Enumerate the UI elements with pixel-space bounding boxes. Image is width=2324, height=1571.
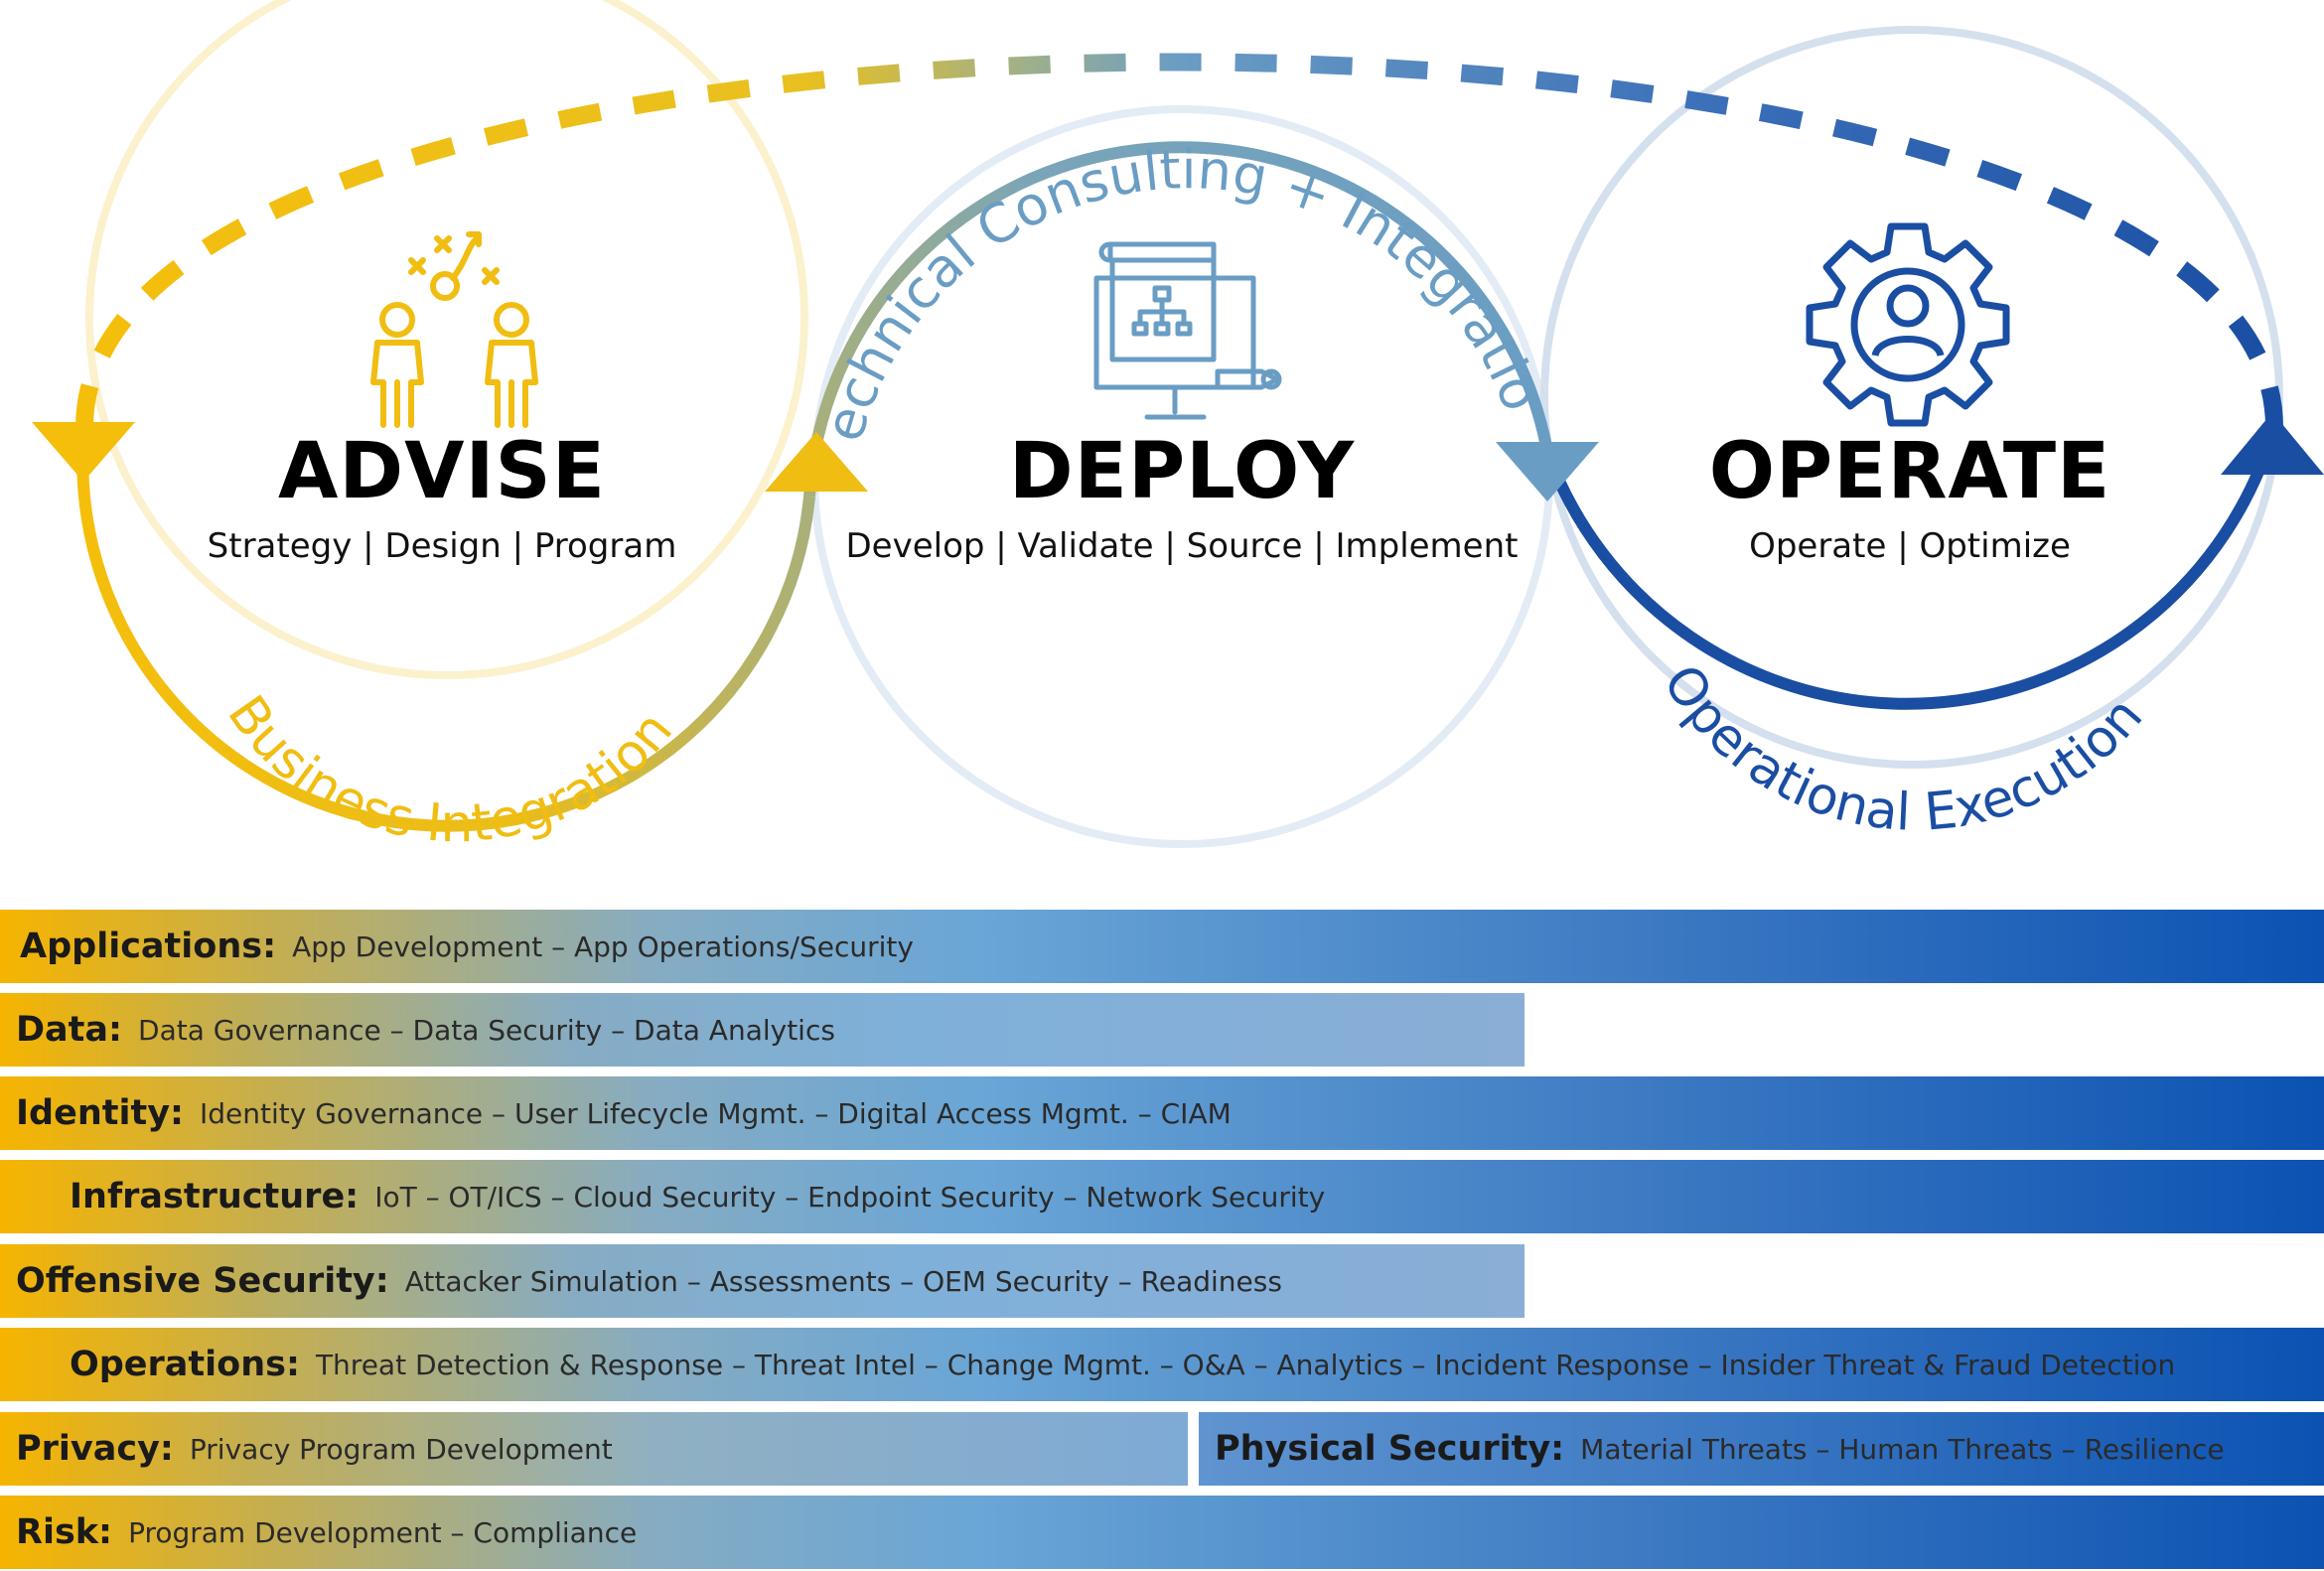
capability-title: Applications: xyxy=(20,927,277,966)
capability-bar-physical-security: Physical Security: Material Threats – Hu… xyxy=(1199,1412,2324,1486)
capability-items: Data Governance – Data Security – Data A… xyxy=(138,1013,835,1047)
capability-bar-risk: Risk: Program Development – Compliance xyxy=(0,1496,2324,1569)
capability-items: IoT – OT/ICS – Cloud Security – Endpoint… xyxy=(374,1180,1326,1214)
advise-circle-faint xyxy=(85,0,808,679)
advise-down-arrow-icon xyxy=(32,422,135,482)
capability-items: Program Development – Compliance xyxy=(128,1515,638,1549)
advise-arc xyxy=(76,426,815,832)
capability-title: Operations: xyxy=(70,1345,300,1384)
capability-title: Infrastructure: xyxy=(70,1177,360,1216)
capability-bar-privacy: Privacy: Privacy Program Development xyxy=(0,1412,1188,1486)
capability-title: Offensive Security: xyxy=(16,1261,389,1301)
operate-title: OPERATE xyxy=(1708,427,2111,516)
capability-items: Identity Governance – User Lifecycle Mgm… xyxy=(200,1096,1232,1130)
advise-subtitle: Strategy | Design | Program xyxy=(207,526,677,566)
deploy-up-arrow-icon xyxy=(765,432,868,492)
capability-items: Threat Detection & Response – Threat Int… xyxy=(315,1348,2176,1381)
capability-items: App Development – App Operations/Securit… xyxy=(292,929,914,963)
capability-title: Privacy: xyxy=(16,1429,174,1469)
capability-title: Risk: xyxy=(16,1512,113,1552)
deploy-title: DEPLOY xyxy=(1008,427,1356,516)
capability-items: Privacy Program Development xyxy=(189,1432,613,1466)
capability-items: Attacker Simulation – Assessments – OEM … xyxy=(404,1264,1282,1298)
capability-bar-operations: Operations: Threat Detection & Response … xyxy=(0,1328,2324,1401)
system-blueprint-icon xyxy=(1093,241,1282,420)
operate-arc-label: Operational Execution xyxy=(1651,654,2154,842)
capability-bar-infrastructure: Infrastructure: IoT – OT/ICS – Cloud Sec… xyxy=(0,1160,2324,1233)
advise-title: ADVISE xyxy=(278,427,606,516)
return-up-arrow-icon xyxy=(2221,412,2324,475)
capability-bar-data: Data: Data Governance – Data Security – … xyxy=(0,993,1525,1067)
capability-bar-identity: Identity: Identity Governance – User Lif… xyxy=(0,1076,2324,1150)
return-loop-dashed xyxy=(75,53,2283,428)
deploy-arc xyxy=(803,141,1553,498)
gear-person-icon xyxy=(1806,222,2010,427)
operate-arc xyxy=(1541,425,2280,710)
operate-down-arrow-icon xyxy=(1496,442,1599,501)
advise-arc-label: Business Integration xyxy=(216,685,684,854)
deploy-subtitle: Develop | Validate | Source | Implement xyxy=(845,526,1519,566)
operate-subtitle: Operate | Optimize xyxy=(1749,526,2071,566)
capability-items: Material Threats – Human Threats – Resil… xyxy=(1580,1432,2225,1466)
capability-title: Data: xyxy=(16,1010,123,1050)
capability-bar-applications: Applications: App Development – App Oper… xyxy=(0,910,2324,983)
capability-title: Physical Security: xyxy=(1215,1429,1565,1469)
capability-bar-offensive-security: Offensive Security: Attacker Simulation … xyxy=(0,1244,1525,1318)
lifecycle-diagram: Business Integration Technical Consultin… xyxy=(0,0,2324,854)
strategy-people-icon xyxy=(370,231,538,428)
capability-title: Identity: xyxy=(16,1093,185,1133)
